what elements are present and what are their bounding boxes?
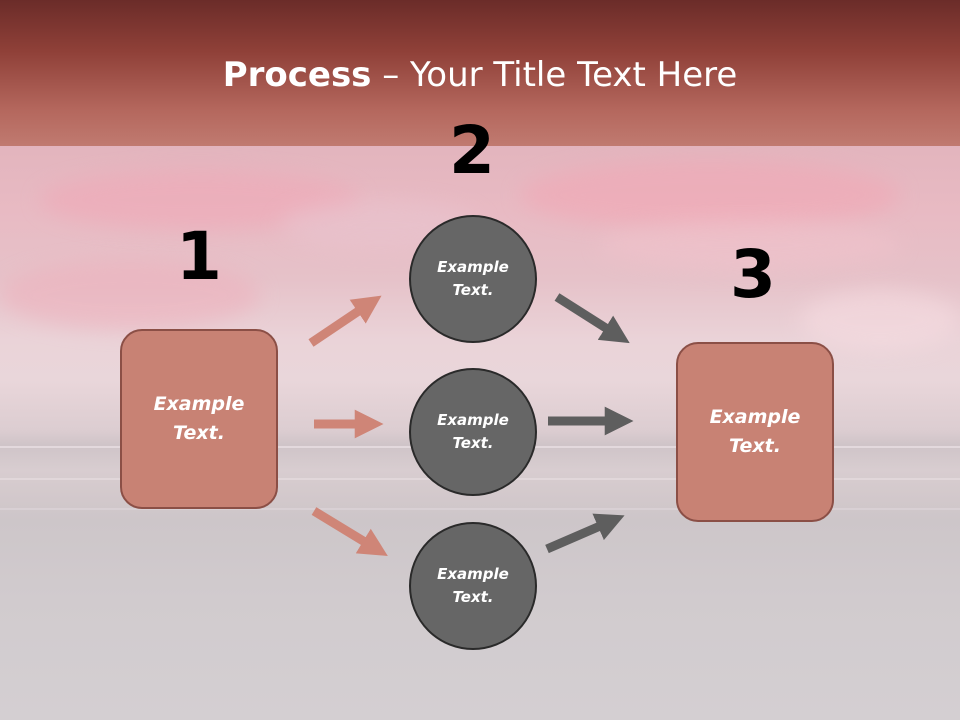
- arrow-left-to-bottom: [311, 507, 388, 556]
- cloud: [520, 160, 900, 230]
- circle-middle[interactable]: Example Text.: [409, 368, 537, 496]
- water-line: [0, 508, 960, 510]
- cloud: [600, 220, 900, 270]
- circle-bottom-line1: Example: [437, 565, 509, 583]
- arrow-left-to-top: [308, 295, 382, 347]
- right-process-box[interactable]: Example Text.: [676, 342, 834, 522]
- circle-middle-line2: Text.: [452, 434, 494, 452]
- circle-bottom[interactable]: Example Text.: [409, 522, 537, 650]
- circle-top-text: Example Text.: [423, 256, 523, 302]
- arrow-bottom-to-right: [545, 513, 625, 554]
- right-box-line1: Example: [709, 406, 801, 428]
- title-bold: Process: [222, 55, 372, 95]
- circle-middle-line1: Example: [437, 411, 509, 429]
- right-box-text: Example Text.: [690, 403, 820, 461]
- left-box-line2: Text.: [173, 422, 225, 444]
- step-number-3: 3: [730, 236, 776, 313]
- title-rest: – Your Title Text Here: [371, 55, 738, 95]
- title-bar: [0, 0, 960, 146]
- cloud: [800, 290, 960, 350]
- right-box-line2: Text.: [729, 435, 781, 457]
- step-number-1: 1: [176, 218, 222, 295]
- step-number-2: 2: [449, 112, 495, 189]
- circle-top-line1: Example: [437, 258, 509, 276]
- circle-bottom-line2: Text.: [452, 588, 494, 606]
- slide-title: Process – Your Title Text Here: [0, 54, 960, 96]
- circle-top[interactable]: Example Text.: [409, 215, 537, 343]
- circle-bottom-text: Example Text.: [423, 563, 523, 609]
- left-process-box[interactable]: Example Text.: [120, 329, 278, 509]
- left-box-text: Example Text.: [134, 390, 264, 448]
- circle-middle-text: Example Text.: [423, 409, 523, 455]
- circle-top-line2: Text.: [452, 281, 494, 299]
- arrow-top-to-right: [554, 293, 630, 344]
- left-box-line1: Example: [153, 393, 245, 415]
- cloud: [0, 260, 260, 330]
